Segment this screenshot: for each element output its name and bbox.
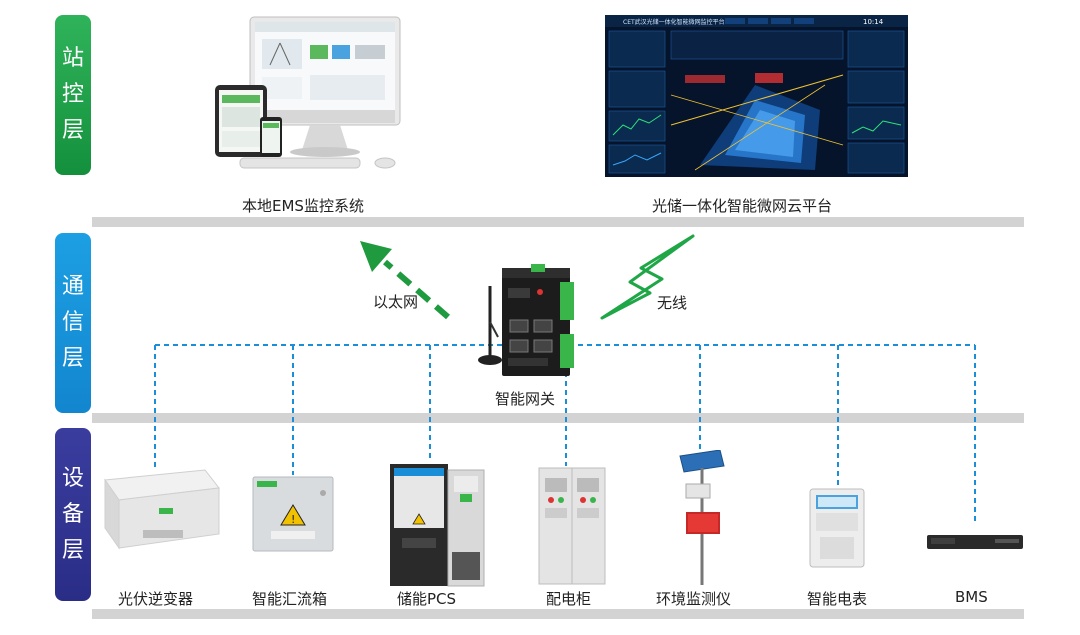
device-layer-char-3: 层: [61, 537, 84, 563]
wireless-lightning-icon: [600, 234, 695, 320]
storage-pcs-device: [390, 464, 485, 587]
distribution-cabinet-device: [538, 467, 606, 585]
device-label-distribution-cabinet: 配电柜: [546, 590, 592, 608]
device-layer-char-2: 备: [61, 501, 84, 527]
device-layer-divider: [92, 609, 1024, 619]
comm-layer-char-3: 层: [61, 346, 84, 371]
cloud-platform-label: 光储一体化智能微网云平台: [652, 197, 833, 215]
device-label-smart-meter: 智能电表: [807, 590, 868, 608]
ethernet-arrow: [360, 241, 450, 320]
cloud-platform-dashboard: CET武汉光储一体化智能微网监控平台 10:14: [605, 15, 908, 177]
station-layer-char-3: 层: [61, 118, 84, 143]
comm-layer-char-2: 信: [61, 310, 84, 335]
cloud-header-title: CET武汉光储一体化智能微网监控平台: [623, 18, 725, 26]
device-layer-band: 设 备 层: [55, 428, 91, 601]
pv-inverter-device: [104, 469, 220, 550]
cloud-clock: 10:14: [863, 18, 884, 26]
station-layer-band: 站 控 层: [55, 15, 91, 175]
wireless-label: 无线: [657, 294, 688, 312]
smart-gateway: [478, 264, 574, 376]
device-label-combiner-box: 智能汇流箱: [252, 590, 328, 608]
device-label-storage-pcs: 储能PCS: [397, 590, 457, 608]
svg-text:!: !: [291, 513, 295, 526]
bms-device: [927, 535, 1023, 549]
station-layer-char-2: 控: [61, 82, 84, 107]
gateway-label: 智能网关: [495, 390, 556, 408]
local-ems-label: 本地EMS监控系统: [242, 197, 364, 215]
device-label-environment-monitor: 环境监测仪: [656, 590, 732, 608]
comm-layer-char-1: 通: [61, 274, 84, 299]
comm-layer-band: 通 信 层: [55, 233, 91, 413]
station-layer-char-1: 站: [61, 46, 84, 71]
station-layer-divider: [92, 217, 1024, 227]
device-label-pv-inverter: 光伏逆变器: [118, 590, 194, 608]
local-ems-illustration: [215, 16, 401, 169]
device-layer-char-1: 设: [61, 465, 84, 491]
smart-meter-device: [809, 488, 865, 568]
device-label-bms: BMS: [955, 588, 988, 606]
ethernet-label: 以太网: [373, 293, 419, 311]
environment-monitor-device: [679, 450, 725, 585]
combiner-box-device: !: [252, 476, 334, 552]
comm-layer-divider: [92, 413, 1024, 423]
